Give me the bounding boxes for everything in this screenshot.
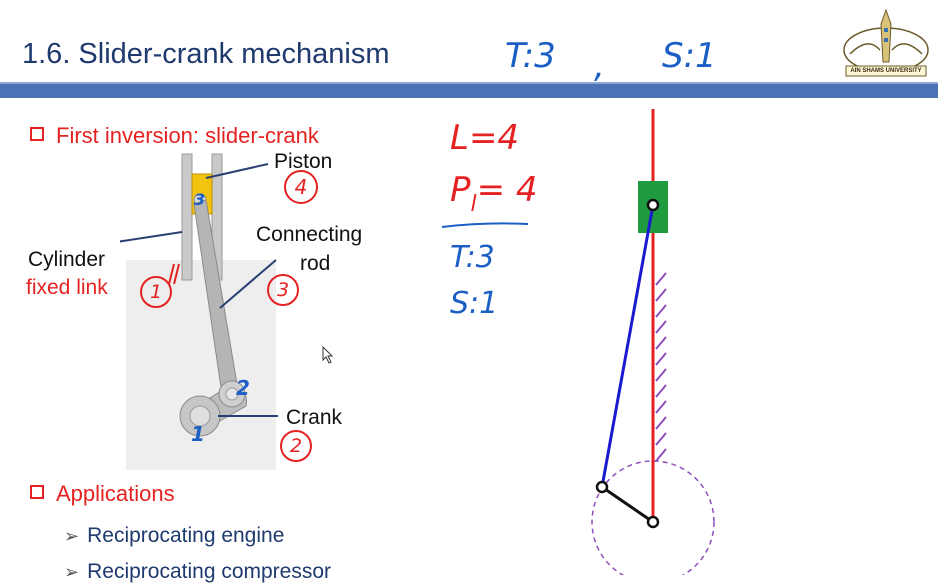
logo-caption: AIN SHAMS UNIVERSITY bbox=[850, 68, 922, 74]
header-handwriting-t: T:3 bbox=[505, 36, 556, 76]
label-crank: Crank bbox=[286, 406, 343, 429]
label-piston: Piston bbox=[274, 150, 333, 173]
application-item-engine: ➢Reciprocating engine bbox=[64, 524, 285, 547]
header-band bbox=[0, 84, 938, 98]
label-rod: rod bbox=[300, 252, 331, 275]
header-divider bbox=[0, 82, 938, 84]
header-handwriting-s: S:1 bbox=[662, 36, 717, 76]
label-fixed-link: fixed link bbox=[26, 276, 108, 299]
blue-number-piston-pin: 3 bbox=[194, 190, 206, 209]
university-logo: AIN SHAMS UNIVERSITY bbox=[840, 6, 932, 80]
bullet-first-inversion-text: First inversion: slider-crank bbox=[56, 123, 319, 148]
page-title: 1.6. Slider-crank mechanism bbox=[22, 38, 390, 70]
circled-number-cylinder: 1 bbox=[140, 276, 172, 308]
fixed-link-hatch-mark bbox=[166, 262, 180, 286]
bullet-square-icon bbox=[30, 127, 44, 141]
blue-number-crank-pin: 2 bbox=[236, 376, 250, 400]
note-L: L=4 bbox=[450, 118, 520, 158]
circled-number-piston: 4 bbox=[284, 170, 318, 204]
header-handwriting-comma: , bbox=[594, 46, 605, 86]
mechanism-figure bbox=[89, 150, 290, 475]
circled-number-crank: 2 bbox=[280, 430, 312, 462]
kinematic-sketch bbox=[580, 105, 730, 584]
application-item-compressor: ➢Reciprocating compressor bbox=[64, 560, 332, 583]
label-connecting: Connecting bbox=[256, 223, 363, 246]
note-divider bbox=[440, 216, 530, 228]
blue-number-crank-center: 1 bbox=[191, 422, 205, 446]
bullet-applications-text: Applications bbox=[56, 481, 175, 506]
label-cylinder: Cylinder bbox=[28, 248, 106, 271]
arrow-bullet-icon: ➢ bbox=[64, 562, 80, 582]
note-S: S:1 bbox=[450, 286, 499, 321]
note-T: T:3 bbox=[450, 240, 495, 275]
bullet-square-icon bbox=[30, 485, 44, 499]
bullet-first-inversion: First inversion: slider-crank bbox=[30, 123, 319, 149]
note-Pl: Pl= 4 bbox=[450, 170, 538, 217]
arrow-bullet-icon: ➢ bbox=[64, 526, 80, 546]
mouse-cursor-icon bbox=[322, 345, 334, 369]
bullet-applications: Applications bbox=[30, 481, 175, 507]
circled-number-rod: 3 bbox=[267, 274, 299, 306]
